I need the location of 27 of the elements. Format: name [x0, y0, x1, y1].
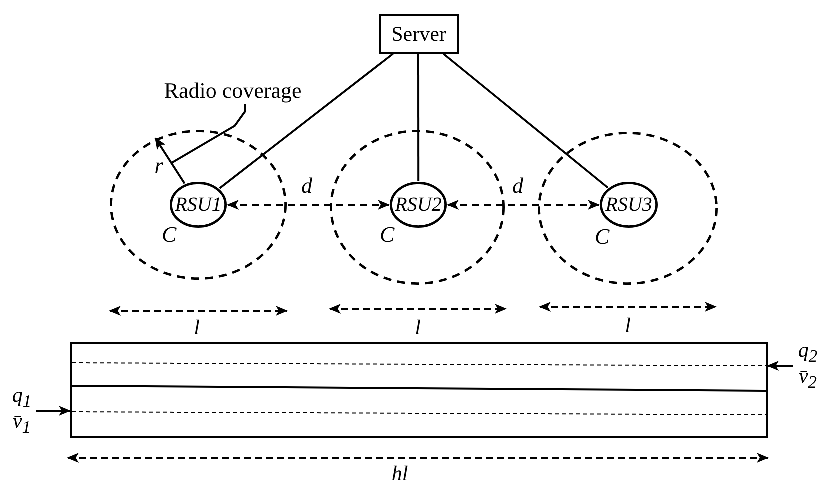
edge-label: d [302, 175, 312, 197]
arrow [767, 361, 793, 371]
coverage-circle [330, 130, 505, 285]
length-label: hl [392, 464, 408, 483]
arrow [154, 137, 186, 184]
traffic-flow-label: q$_{2}$ v̄$_{2}$ [793, 340, 823, 392]
capacity-label: C [595, 226, 610, 248]
link-line [418, 54, 420, 181]
edge-label: d [512, 175, 524, 197]
road-section [70, 342, 768, 438]
capacity-label: C [380, 224, 395, 246]
capacity-label: C [162, 224, 177, 246]
leader-line [172, 104, 246, 164]
coverage-circle [110, 130, 287, 280]
length-label: l [625, 316, 631, 336]
length-label: l [415, 318, 421, 338]
arrow [447, 200, 600, 210]
server-box: Server [379, 14, 459, 54]
link-line [442, 53, 609, 189]
arrow [36, 406, 71, 416]
annotation-text: Radio coverage [145, 78, 321, 104]
edge-label: r [154, 155, 164, 177]
link-line [219, 53, 394, 190]
length-label: l [194, 318, 200, 338]
coverage-circle [538, 132, 718, 285]
traffic-flow-label: q$_{1}$ v̄$_{1}$ [8, 385, 36, 437]
arrow [227, 200, 390, 210]
